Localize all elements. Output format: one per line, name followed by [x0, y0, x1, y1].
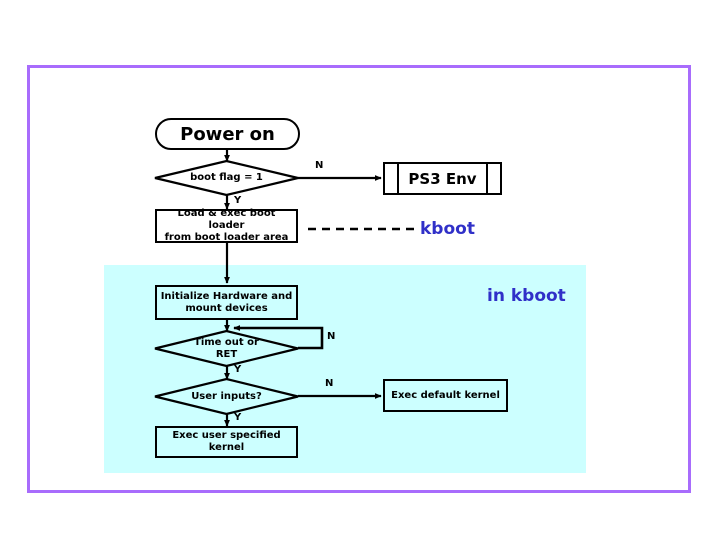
node-initialize-hardware[interactable]: Initialize Hardware and mount devices	[155, 285, 298, 320]
kboot-scope-region	[104, 265, 586, 473]
node-load-exec-line1: Load & exec boot loader	[177, 208, 276, 231]
slide-border-frame	[27, 65, 691, 493]
boot-flag-diamond-shape	[154, 159, 299, 197]
node-power-on[interactable]: Power on	[155, 118, 300, 150]
edge-label-userinputs-n: N	[325, 378, 334, 389]
annotation-kboot: kboot	[420, 219, 475, 239]
annotation-in-kboot: in kboot	[487, 286, 566, 306]
ps3-env-right-bar	[486, 164, 488, 193]
node-init-hw-line1: Initialize Hardware and	[160, 290, 293, 302]
node-user-inputs-decision[interactable]: User inputs?	[154, 377, 299, 416]
edge-label-bootflag-y: Y	[234, 195, 242, 206]
node-load-exec-boot-loader[interactable]: Load & exec boot loader from boot loader…	[155, 208, 298, 243]
edge-label-timeout-n: N	[327, 331, 336, 342]
ps3-env-left-bar	[397, 164, 399, 193]
edge-label-bootflag-n: N	[315, 160, 324, 171]
node-exec-default-kernel[interactable]: Exec default kernel	[383, 379, 508, 412]
node-exec-user-specified-kernel[interactable]: Exec user specified kernel	[155, 426, 298, 458]
user-inputs-diamond-shape	[154, 377, 299, 416]
node-exec-user-label: Exec user specified kernel	[172, 430, 281, 453]
node-load-exec-line2: from boot loader area	[164, 232, 289, 243]
edge-label-timeout-y: Y	[234, 364, 242, 375]
node-ps3-env-label: PS3 Env	[408, 169, 477, 188]
node-exec-default-label: Exec default kernel	[391, 389, 500, 401]
timeout-diamond-shape	[154, 329, 299, 368]
node-ps3-env[interactable]: PS3 Env	[383, 162, 502, 195]
node-init-hw-line2: mount devices	[185, 302, 268, 314]
node-timeout-or-ret-decision[interactable]: Time out or RET	[154, 329, 299, 368]
edge-label-userinputs-y: Y	[234, 412, 242, 423]
node-power-on-label: Power on	[180, 123, 275, 145]
node-boot-flag-decision[interactable]: boot flag = 1	[154, 159, 299, 197]
